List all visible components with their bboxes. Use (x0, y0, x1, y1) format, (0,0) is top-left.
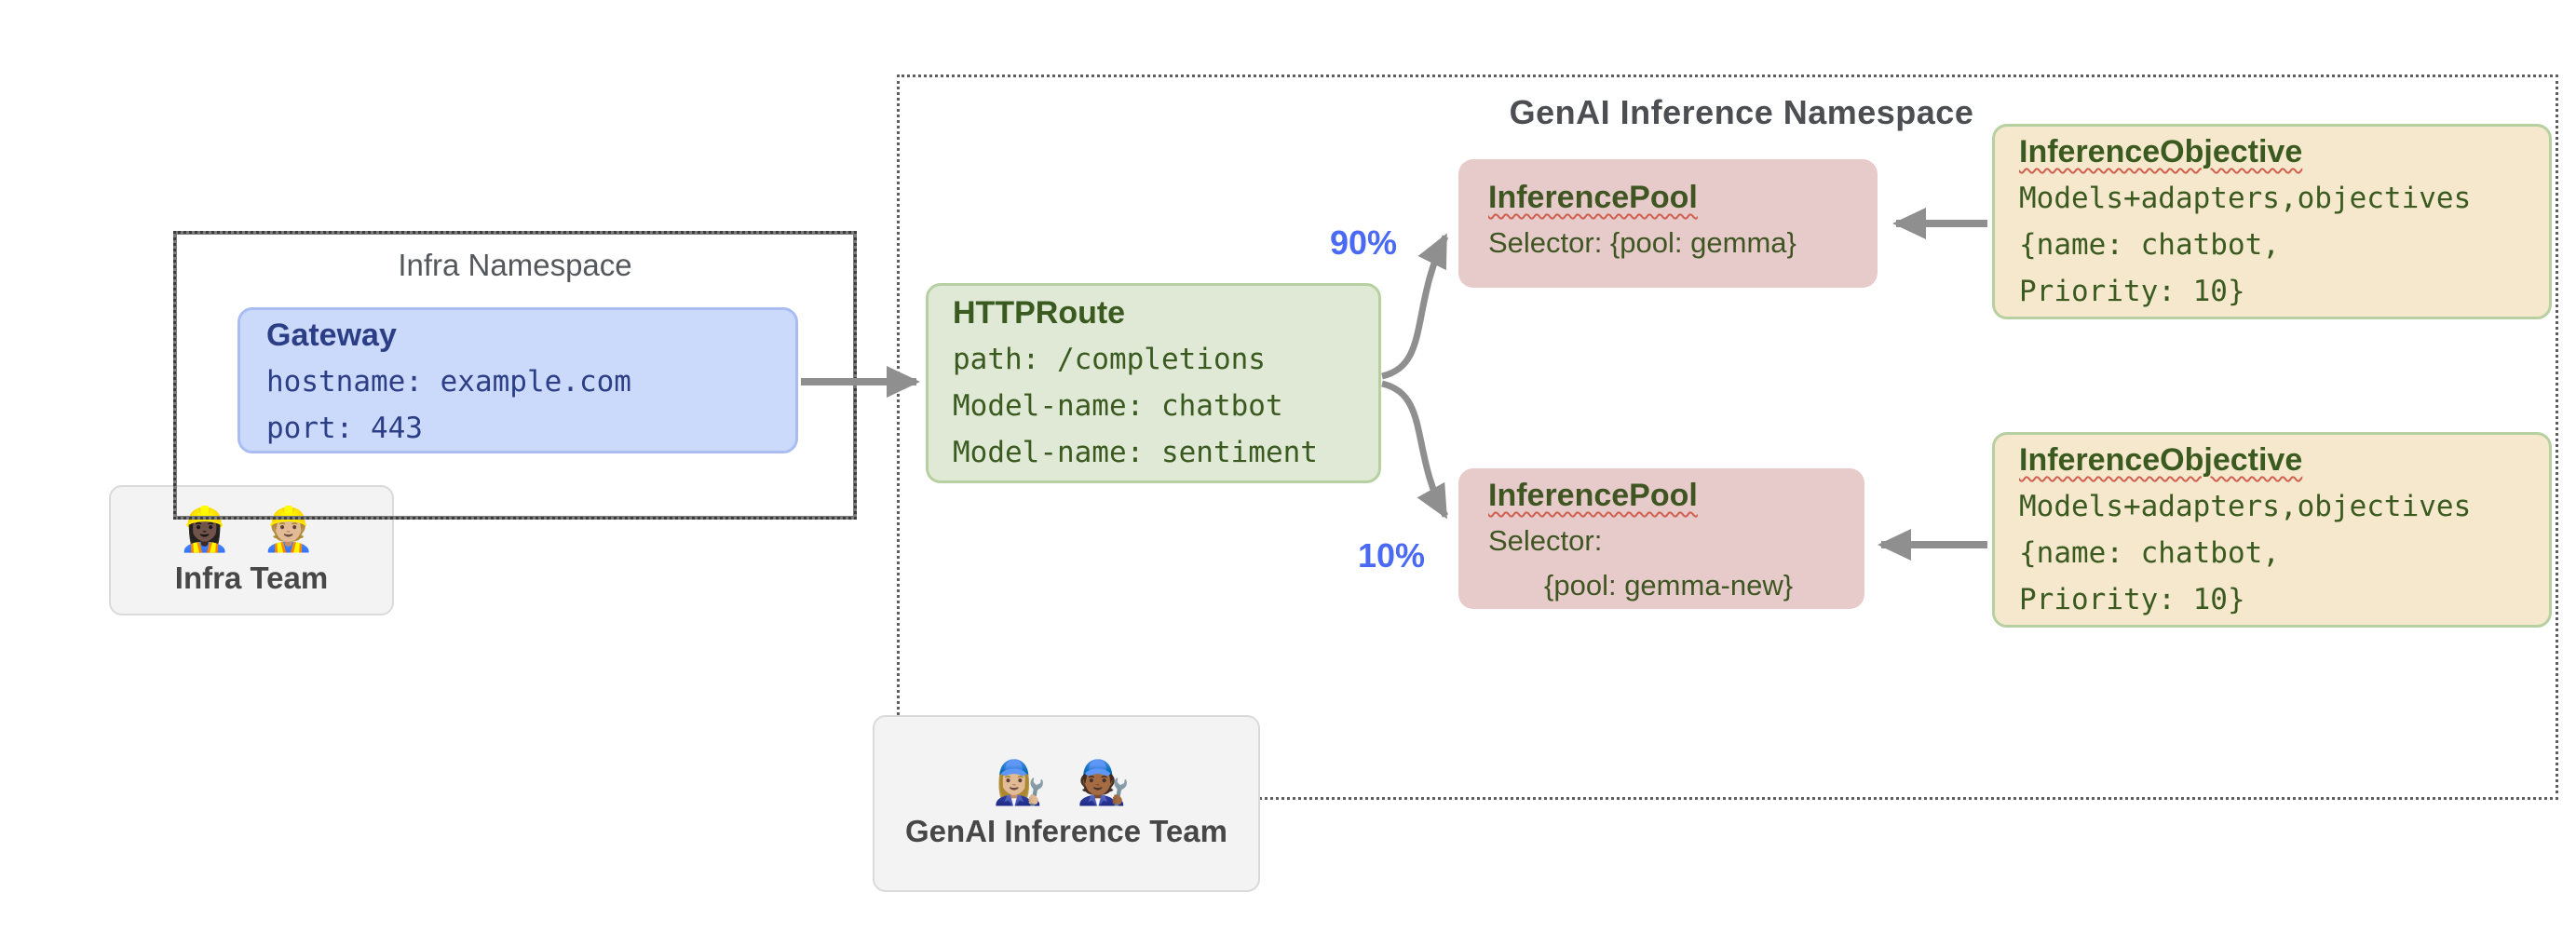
inferencepool-gemma-selector-line: Selector: {pool: gemma} (1488, 226, 1796, 259)
inferencepool-gemma-new-selector-line: Selector: (1488, 524, 1603, 557)
inferenceobjective-bottom-name-line: {name: chatbot, (2019, 536, 2280, 570)
inferenceobjective-top-name-line: {name: chatbot, (2019, 228, 2280, 262)
inferencepool-gemma-title: InferencePool (1488, 180, 1698, 215)
construction-worker-emojis: 👷🏿‍♀️ 👷🏼 (178, 505, 325, 553)
inferenceobjective-bottom-models-line: Models+adapters,objectives (2019, 490, 2472, 523)
genai-namespace-title: GenAI Inference Namespace (1509, 93, 1974, 131)
inferenceobjective-bottom-node: InferenceObjective Models+adapters,objec… (1992, 432, 2552, 628)
inferenceobjective-top-node: InferenceObjective Models+adapters,objec… (1992, 124, 2552, 319)
inferenceobjective-top-priority-line: Priority: 10} (2019, 275, 2245, 308)
gateway-port-line: port: 443 (266, 412, 423, 445)
infra-team-card: 👷🏿‍♀️ 👷🏼 Infra Team (109, 485, 394, 615)
httproute-model-chatbot-line: Model-name: chatbot (953, 389, 1283, 423)
inferenceobjective-top-models-line: Models+adapters,objectives (2019, 182, 2472, 215)
infra-namespace-title: Infra Namespace (398, 248, 632, 282)
traffic-split-90-label: 90% (1330, 223, 1398, 262)
httproute-path-line: path: /completions (953, 343, 1266, 376)
inferencepool-gemma-new-node: InferencePool Selector: {pool: gemma-new… (1458, 468, 1864, 609)
inferencepool-gemma-new-title: InferencePool (1488, 478, 1698, 513)
inferenceobjective-bottom-priority-line: Priority: 10} (2019, 583, 2245, 616)
mechanic-emojis: 👩🏼‍🔧 🧑🏾‍🔧 (993, 758, 1140, 806)
httproute-model-sentiment-line: Model-name: sentiment (953, 436, 1318, 469)
gateway-hostname-line: hostname: example.com (266, 365, 631, 399)
httproute-node: HTTPRoute path: /completions Model-name:… (926, 283, 1381, 483)
gateway-node: Gateway hostname: example.com port: 443 (237, 307, 798, 453)
genai-team-label: GenAI Inference Team (904, 814, 1227, 848)
genai-namespace-boundary (897, 74, 2558, 800)
infra-team-label: Infra Team (174, 561, 329, 595)
traffic-split-10-label: 10% (1358, 536, 1426, 575)
gateway-title: Gateway (266, 318, 397, 353)
inferenceobjective-top-title: InferenceObjective (2019, 134, 2303, 169)
genai-team-card: 👩🏼‍🔧 🧑🏾‍🔧 GenAI Inference Team (873, 715, 1260, 892)
httproute-title: HTTPRoute (953, 295, 1126, 331)
inferencepool-gemma-node: InferencePool Selector: {pool: gemma} (1458, 159, 1878, 288)
inferencepool-gemma-new-pool-line: {pool: gemma-new} (1544, 569, 1794, 602)
inferenceobjective-bottom-title: InferenceObjective (2019, 442, 2303, 478)
